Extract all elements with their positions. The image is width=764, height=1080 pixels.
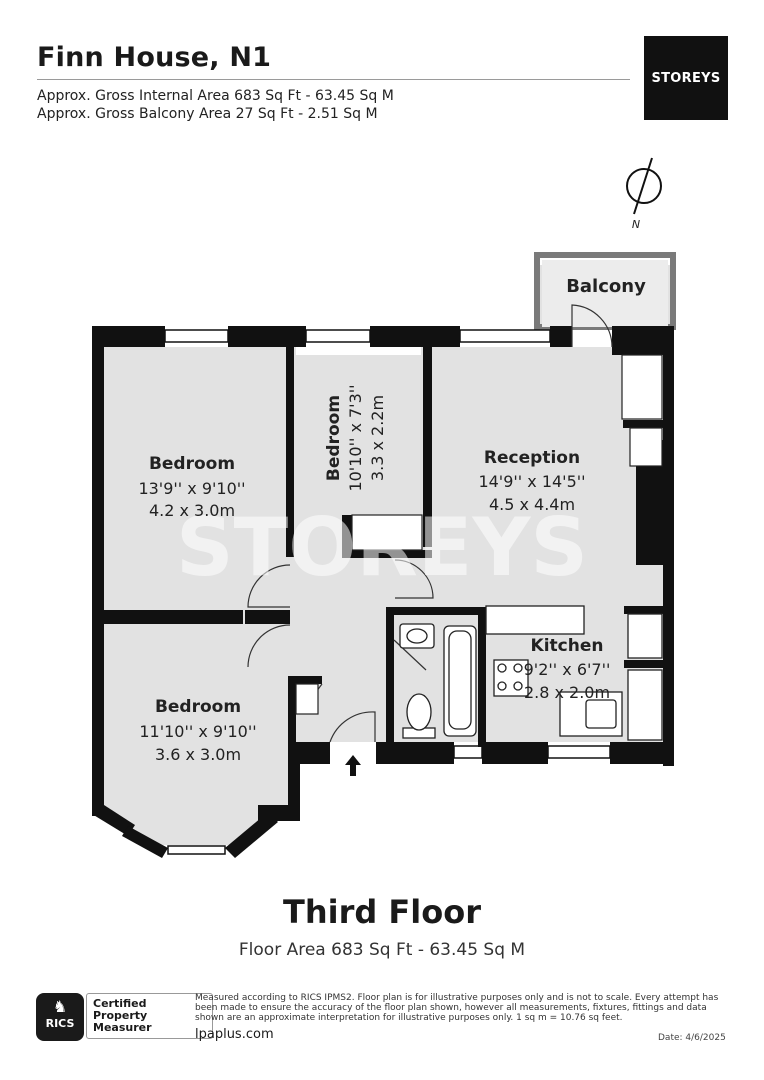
room-name: Kitchen	[531, 636, 604, 656]
compass-icon: N	[626, 157, 662, 231]
room-metric: 3.3 x 2.2m	[368, 395, 387, 481]
room-imperial: 14'9'' x 14'5''	[478, 472, 585, 491]
windows	[164, 329, 611, 855]
header-divider	[37, 79, 630, 80]
room-imperial: 9'2'' x 6'7''	[524, 660, 611, 679]
plan-date: Date: 4/6/2025	[658, 1033, 726, 1043]
lion-icon: ♞	[52, 997, 68, 1016]
watermark-text: STOREYS	[176, 501, 588, 594]
room-balcony-name: Balcony	[566, 276, 646, 297]
room-imperial: 11'10'' x 9'10''	[139, 722, 256, 741]
room-reception: Reception 14'9'' x 14'5'' 4.5 x 4.4m	[478, 448, 585, 514]
rics-logo-text: RICS	[45, 1017, 75, 1030]
website-link[interactable]: lpaplus.com	[195, 1027, 274, 1042]
floor-area: Floor Area 683 Sq Ft - 63.45 Sq M	[238, 940, 526, 960]
bedroom2-window-sill	[296, 347, 421, 355]
room-metric: 4.2 x 3.0m	[149, 501, 235, 520]
compass-north-label: N	[632, 218, 640, 231]
certified-line-1: Certified	[93, 997, 147, 1010]
room-bedroom-2: Bedroom 10'10'' x 7'3'' 3.3 x 2.2m	[324, 384, 387, 491]
room-name: Bedroom	[149, 454, 235, 474]
room-name: Bedroom	[324, 395, 344, 481]
room-bedroom-3: Bedroom 11'10'' x 9'10'' 3.6 x 3.0m	[139, 697, 256, 764]
rics-logo: ♞ RICS	[36, 993, 84, 1041]
storeys-logo: STOREYS	[644, 36, 728, 120]
room-metric: 3.6 x 3.0m	[155, 745, 241, 764]
room-metric: 4.5 x 4.4m	[489, 495, 575, 514]
bathroom-fixtures	[399, 623, 477, 739]
exterior-walls	[92, 326, 674, 858]
disclaimer-text: Measured according to RICS IPMS2. Floor …	[195, 993, 719, 1023]
room-bedroom-1: Bedroom 13'9'' x 9'10'' 4.2 x 3.0m	[138, 454, 245, 520]
room-imperial: 13'9'' x 9'10''	[138, 479, 245, 498]
certified-line-3: Measurer	[93, 1021, 152, 1034]
certified-line-2: Property	[93, 1009, 148, 1022]
gross-balcony-area: Approx. Gross Balcony Area 27 Sq Ft - 2.…	[37, 106, 378, 122]
certified-measurer-box: Certified Property Measurer	[86, 993, 213, 1039]
balcony-outline	[534, 252, 676, 330]
entrance-arrow-icon	[345, 755, 361, 776]
kitchen-fixtures	[485, 605, 663, 741]
wardrobes	[295, 354, 663, 715]
room-kitchen: Kitchen 9'2'' x 6'7'' 2.8 x 2.0m	[524, 636, 611, 702]
room-metric: 2.8 x 2.0m	[524, 683, 610, 702]
property-title: Finn House, N1	[37, 42, 272, 73]
room-name: Reception	[484, 448, 580, 468]
room-name: Bedroom	[155, 697, 241, 717]
room-imperial: 10'10'' x 7'3''	[346, 384, 365, 491]
gross-internal-area: Approx. Gross Internal Area 683 Sq Ft - …	[37, 88, 394, 104]
floor-title: Third Floor	[283, 893, 481, 931]
